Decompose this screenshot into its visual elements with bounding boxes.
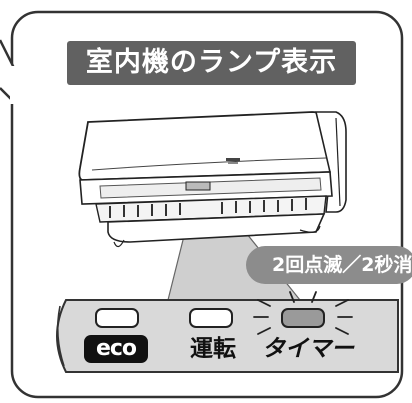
eco-label-badge <box>84 335 148 363</box>
blink-rays <box>253 291 353 335</box>
blink-pattern-callout: 2回点滅／2秒消灯 <box>272 254 412 276</box>
unten-label: 運転 <box>190 336 236 362</box>
unit-lamp-window <box>185 181 211 191</box>
eco-label: eco <box>95 336 137 361</box>
page-title: 室内機のランプ表示 <box>85 47 338 78</box>
timer-label: タイマー <box>262 336 354 362</box>
brand-logo <box>226 158 240 161</box>
indoor-unit <box>78 111 347 248</box>
eco-lamp <box>95 308 139 328</box>
unten-lamp <box>189 308 233 328</box>
title-banner <box>67 41 356 85</box>
timer-lamp <box>281 308 325 328</box>
callout-background <box>246 246 412 284</box>
